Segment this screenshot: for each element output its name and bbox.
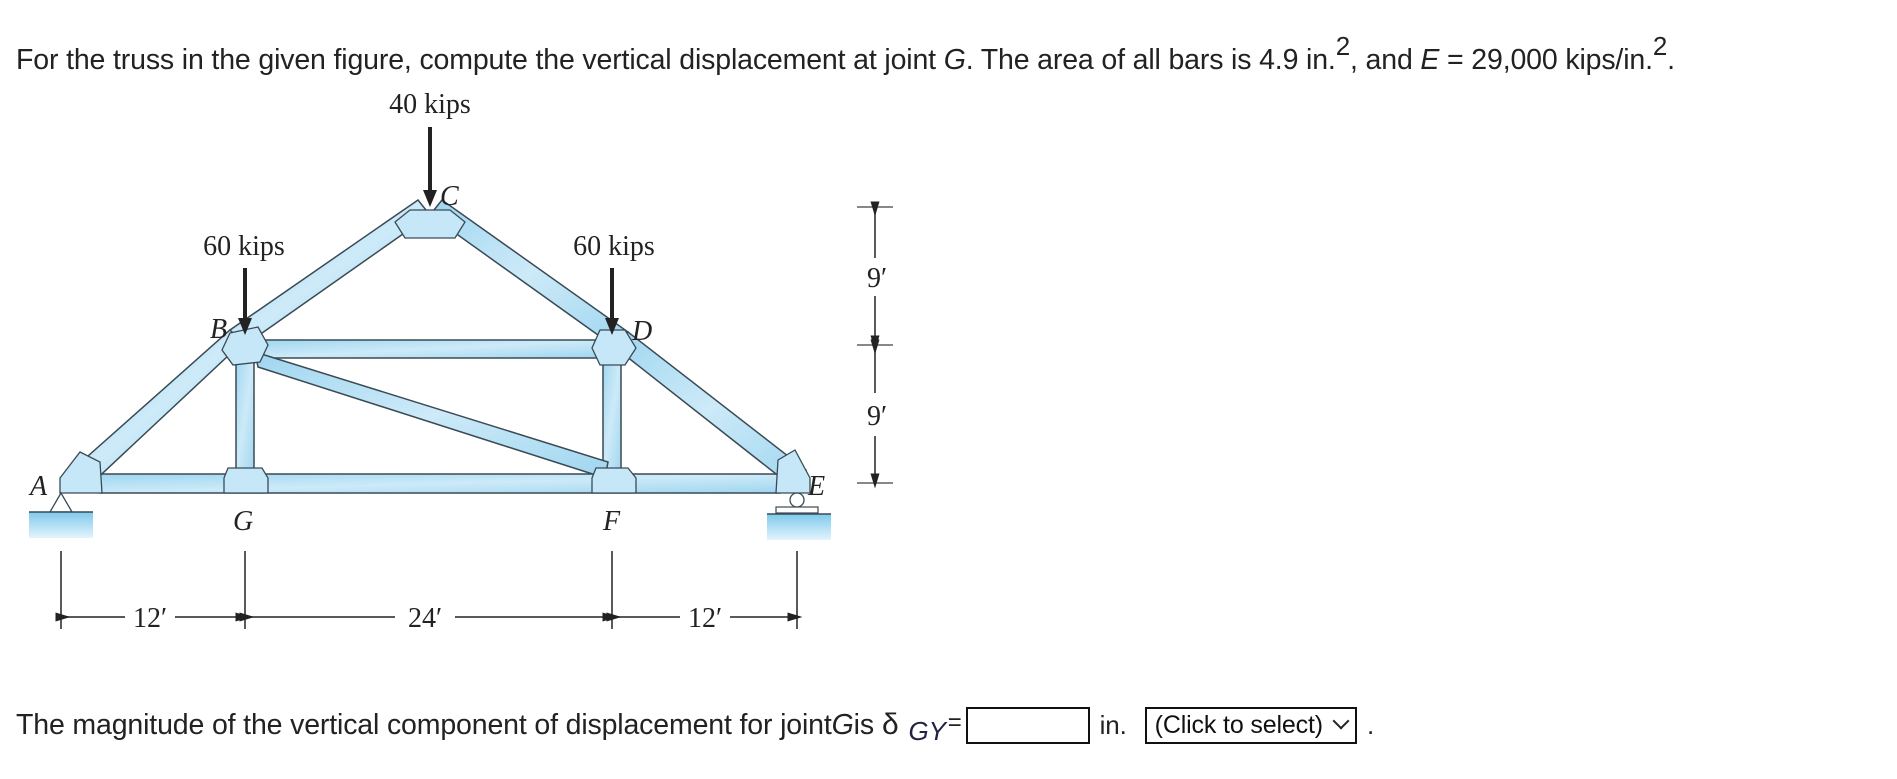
delta-subscript: GY [908, 715, 946, 746]
equals-sign: = [947, 709, 962, 736]
gusset-plates [59, 209, 811, 494]
joint-symbol: G [831, 708, 854, 741]
joint-label-B: B [210, 314, 227, 345]
load-arrows [243, 127, 614, 320]
superscript: 2 [1335, 30, 1351, 61]
joint-E-plate [775, 449, 811, 494]
dim-label-upper-height: 9′ [867, 263, 887, 294]
joint-G-plate [223, 467, 269, 494]
roller-support-E [767, 492, 831, 540]
dim-label-FE: 12′ [688, 603, 722, 634]
answer-row: The magnitude of the vertical component … [16, 703, 1374, 747]
load-label-C: 40 kips [389, 89, 471, 120]
answer-text: is [853, 708, 874, 741]
vertical-dimensions [857, 201, 893, 489]
joint-label-A: A [28, 471, 48, 502]
truss-members [68, 198, 808, 494]
joint-symbol: G [943, 44, 966, 76]
joint-A-plate [59, 451, 103, 494]
prompt-text: , and [1350, 44, 1421, 76]
dim-label-lower-height: 9′ [867, 401, 887, 432]
truss-figure: 40 kips 60 kips 60 kips A B C D E F G 12… [0, 80, 900, 660]
joint-B-plate [221, 326, 269, 366]
member-DF [602, 354, 622, 476]
pin-support-A [29, 491, 93, 538]
joint-label-E: E [807, 471, 825, 502]
joint-C-plate [394, 209, 466, 239]
member-BF [254, 350, 609, 479]
load-label-B: 60 kips [203, 231, 285, 262]
member-BD [254, 339, 606, 359]
delta-symbol: δ [881, 708, 899, 741]
problem-statement: For the truss in the given figure, compu… [16, 33, 1675, 77]
member-DE [610, 331, 808, 486]
member-BG [235, 354, 255, 476]
prompt-text: . The area of all bars is 4.9 in. [965, 44, 1336, 76]
joint-label-G: G [233, 506, 253, 537]
superscript: 2 [1652, 30, 1668, 61]
joint-D-plate [591, 329, 637, 366]
joint-label-C: C [440, 181, 459, 212]
direction-select[interactable]: (Click to select) [1144, 706, 1357, 744]
displacement-input[interactable] [965, 706, 1090, 744]
horizontal-dimensions [55, 551, 803, 629]
joint-label-D: D [631, 316, 652, 347]
joint-F-plate [591, 467, 637, 494]
period: . [1366, 709, 1375, 740]
prompt-text: For the truss in the given figure, compu… [16, 44, 944, 76]
joint-label-F: F [602, 506, 621, 537]
dim-label-AG: 12′ [133, 603, 167, 634]
select-label: (Click to select) [1154, 710, 1323, 739]
unit-label: in. [1099, 709, 1127, 740]
dim-label-GF: 24′ [408, 603, 442, 634]
member-bottom-chord [99, 473, 781, 494]
prompt-text: . [1667, 44, 1675, 76]
modulus-symbol: E [1420, 44, 1440, 76]
prompt-text: = 29,000 kips/in. [1439, 44, 1653, 76]
chevron-down-icon [1332, 712, 1350, 730]
answer-text: The magnitude of the vertical component … [16, 708, 832, 741]
load-label-D: 60 kips [573, 231, 655, 262]
